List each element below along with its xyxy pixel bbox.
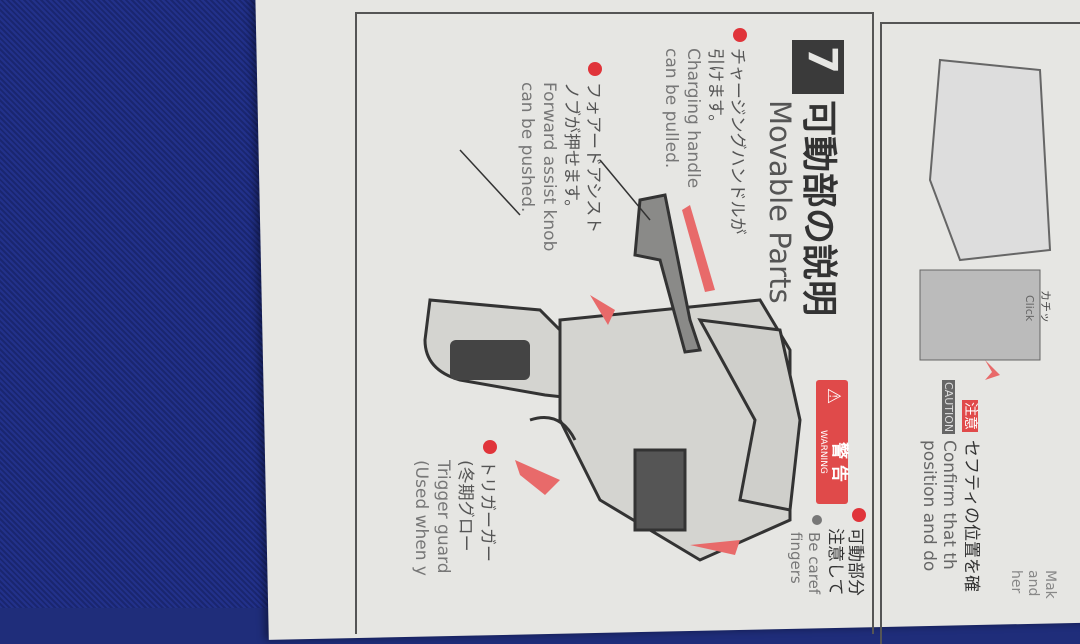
caution-en-line: Confirm that th — [939, 440, 959, 570]
item-jp: (冬期グロー — [455, 460, 475, 552]
bullet-dot — [852, 508, 866, 522]
section-title-en: Movable Parts — [763, 100, 797, 304]
item-en: (Used when y — [411, 460, 431, 576]
caution-arrow — [985, 360, 1000, 380]
hand-illustration — [928, 58, 1052, 262]
trigger-arrow — [515, 460, 560, 495]
arrows — [515, 205, 1000, 555]
rifle-illustration — [423, 58, 1052, 562]
section-title-jp: 可動部の説明 — [798, 100, 839, 317]
caution-jp-badge: 注意 — [962, 400, 978, 432]
bullet-dot — [812, 515, 822, 525]
section-panel — [355, 12, 874, 634]
warning-en-line: fingers — [787, 532, 805, 584]
charging-arrow — [682, 205, 715, 292]
bullet-dot — [588, 62, 602, 76]
item-jp: ノブが押せます。 — [561, 82, 581, 217]
warning-badge: 警 告 WARNING ⚠ — [816, 380, 849, 504]
item-jp: チャージングハンドルが — [727, 48, 747, 235]
warning-en-line: Be caref — [805, 532, 823, 595]
bullet-dot — [733, 28, 747, 42]
charging-handle — [633, 193, 702, 354]
click-jp: カチッ — [1039, 290, 1052, 323]
caution-jp-text: セフティの位置を確 — [961, 440, 981, 592]
fabric-background — [0, 0, 300, 608]
item-en: Charging handle — [683, 48, 703, 189]
click-en: Click — [1023, 295, 1036, 322]
selector-block — [633, 448, 687, 532]
item-en: Forward assist knob — [539, 82, 559, 252]
side-text: Mak — [1042, 570, 1058, 599]
item-jp: 引けます。 — [705, 48, 725, 132]
carry-handle — [697, 318, 802, 512]
section-number: 7 — [799, 46, 845, 74]
forward-assist-arrow — [590, 295, 615, 325]
warning-triangle-icon: ⚠ — [823, 388, 844, 405]
warning-jp-line: 注意して — [825, 528, 845, 596]
warning-jp: 警 告 — [829, 442, 849, 482]
leader-line — [459, 149, 521, 216]
caution-en-badge: CAUTION — [942, 380, 955, 435]
side-text: and — [1025, 570, 1041, 597]
safety-arrow — [690, 540, 740, 555]
trigger — [529, 416, 577, 441]
section-number-box: 7 — [792, 40, 845, 94]
magazine — [919, 269, 1041, 361]
caution-en-line: position and do — [919, 440, 939, 572]
warning-jp-line: 可動部分 — [845, 528, 865, 596]
item-jp: トリガーガー — [477, 460, 497, 562]
next-panel — [880, 22, 1080, 644]
grip-texture — [450, 340, 530, 380]
leader-line — [599, 159, 651, 221]
item-jp: フォアードアシスト — [583, 82, 603, 234]
item-en: can be pushed. — [517, 82, 537, 213]
bullet-dot — [483, 440, 497, 454]
item-en: can be pulled. — [661, 48, 681, 169]
item-en: Trigger guard — [433, 460, 453, 574]
side-text: her — [1008, 570, 1024, 594]
warning-en: WARNING — [818, 430, 828, 474]
